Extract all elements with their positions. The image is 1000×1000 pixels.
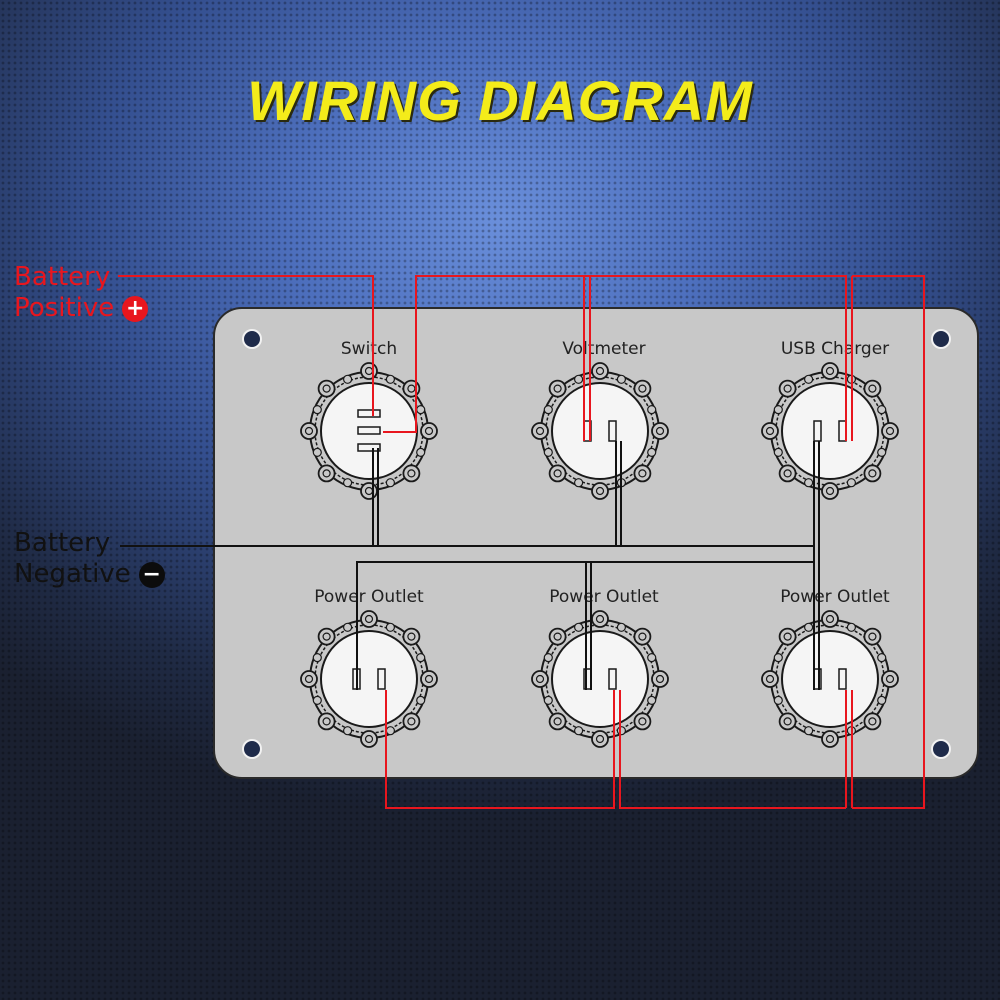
bolt-icon <box>821 482 839 500</box>
terminal-pin <box>838 668 847 690</box>
usb-charger-label: USB Charger <box>781 339 889 359</box>
bolt-icon <box>402 627 421 646</box>
bolt-icon <box>863 627 882 646</box>
bolt-icon <box>633 379 652 398</box>
voltmeter-label: Voltmeter <box>562 339 645 359</box>
bolt-icon <box>360 362 378 380</box>
terminal-pin <box>377 668 386 690</box>
battery-positive-line2: Positive <box>14 293 115 323</box>
bolt-icon <box>531 422 549 440</box>
minus-icon: − <box>138 561 165 588</box>
positive-wire-switch-to-bus <box>383 275 591 441</box>
socket-component-5 <box>531 610 669 748</box>
switch-component-1 <box>300 362 438 500</box>
bolt-icon <box>591 362 609 380</box>
negative-wire-lower-bus <box>356 561 814 690</box>
bolt-icon <box>778 712 797 731</box>
bolt-icon <box>402 712 421 731</box>
screw-icon <box>931 329 951 349</box>
bolt-icon <box>591 482 609 500</box>
bolt-icon <box>633 464 652 483</box>
bolt-icon <box>821 610 839 628</box>
power-outlet-label-2: Power Outlet <box>549 587 659 607</box>
battery-negative-legend: Battery Negative− <box>14 528 165 590</box>
positive-wire-bottom-bus <box>619 690 846 809</box>
positive-wire-to-usb-charger <box>590 275 847 441</box>
bolt-icon <box>863 712 882 731</box>
bolt-icon <box>420 670 438 688</box>
bolt-icon <box>548 627 567 646</box>
page-title: WIRING DIAGRAM <box>247 69 753 132</box>
bolt-icon <box>778 464 797 483</box>
positive-wire-battery-to-switch <box>118 275 374 416</box>
bolt-icon <box>548 464 567 483</box>
bolt-icon <box>317 464 336 483</box>
switch-terminal <box>357 409 381 418</box>
bolt-icon <box>778 627 797 646</box>
bolt-icon <box>300 670 318 688</box>
terminal-pin <box>608 420 617 442</box>
bolt-icon <box>300 422 318 440</box>
bolt-icon <box>402 464 421 483</box>
bolt-icon <box>591 730 609 748</box>
bolt-icon <box>317 627 336 646</box>
positive-wire-outlet-2 <box>385 690 615 809</box>
bolt-icon <box>591 610 609 628</box>
bolt-icon <box>633 712 652 731</box>
positive-wire-right-riser <box>852 275 925 809</box>
bolt-icon <box>761 422 779 440</box>
bolt-icon <box>821 730 839 748</box>
terminal-pin <box>838 420 847 442</box>
terminal-pin <box>813 420 822 442</box>
battery-negative-line2: Negative <box>14 559 131 589</box>
switch-label: Switch <box>341 339 397 359</box>
bolt-icon <box>761 670 779 688</box>
terminal-pin <box>608 668 617 690</box>
negative-wires <box>120 441 820 690</box>
socket-component-2 <box>531 362 669 500</box>
bolt-icon <box>317 712 336 731</box>
switch-terminal <box>357 426 381 435</box>
bolt-icon <box>863 464 882 483</box>
bolt-icon <box>881 670 899 688</box>
bolt-icon <box>548 712 567 731</box>
battery-negative-line1: Battery <box>14 528 111 558</box>
screw-icon <box>242 739 262 759</box>
battery-positive-line1: Battery <box>14 262 111 292</box>
bolt-icon <box>821 362 839 380</box>
power-outlet-label-3: Power Outlet <box>780 587 890 607</box>
bolt-icon <box>863 379 882 398</box>
socket-component-6 <box>761 610 899 748</box>
bolt-icon <box>651 422 669 440</box>
switch-terminal <box>357 443 381 452</box>
bolt-icon <box>548 379 567 398</box>
screw-icon <box>242 329 262 349</box>
bolt-icon <box>317 379 336 398</box>
bolt-icon <box>420 422 438 440</box>
bolt-icon <box>360 730 378 748</box>
plus-icon: + <box>122 295 149 322</box>
positive-wires <box>118 275 925 809</box>
bolt-icon <box>360 610 378 628</box>
socket-component-4 <box>300 610 438 748</box>
screw-icon <box>931 739 951 759</box>
bolt-icon <box>651 670 669 688</box>
bolt-icon <box>360 482 378 500</box>
power-outlet-label-1: Power Outlet <box>314 587 424 607</box>
bolt-icon <box>531 670 549 688</box>
bolt-icon <box>881 422 899 440</box>
battery-positive-legend: Battery Positive + <box>14 262 149 324</box>
mounting-screws <box>242 329 951 759</box>
socket-component-3 <box>761 362 899 500</box>
bolt-icon <box>778 379 797 398</box>
bolt-icon <box>633 627 652 646</box>
